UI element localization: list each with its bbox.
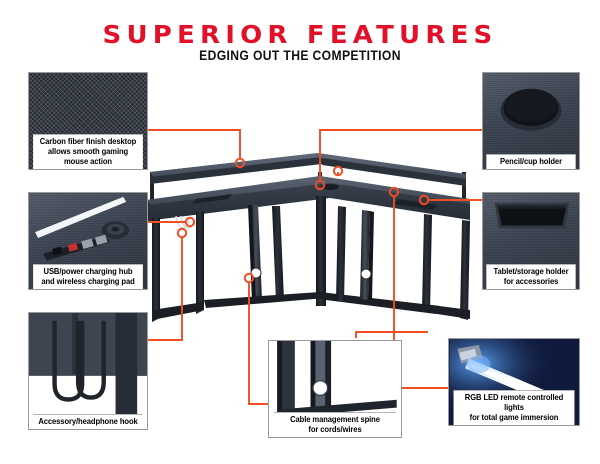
callout-caption: RGB LED remote controlled lights for tot… [453,390,575,425]
callout-carbon-fiber-desktop[interactable]: Carbon fiber finish desktop allows smoot… [28,72,148,170]
callout-caption: Pencil/cup holder [486,154,576,169]
callout-caption: Tablet/storage holder for accessories [486,264,576,289]
callout-pencil-cup-holder[interactable]: Pencil/cup holder [482,72,580,170]
page-subtitle: EDGING OUT THE COMPETITION [199,48,401,63]
callout-headphone-hook[interactable]: Accessory/headphone hook [28,312,148,430]
callout-usb-charging-hub[interactable]: USB/power charging hub and wireless char… [28,192,148,290]
callout-tablet-storage-holder[interactable]: Tablet/storage holder for accessories [482,192,580,290]
page-title: SUPERIOR FEATURES [102,20,498,49]
callout-caption: Accessory/headphone hook [33,414,143,429]
callout-cable-management-spine[interactable]: Cable management spine for cords/wires [268,340,402,438]
callout-caption: Cable management spine for cords/wires [273,412,397,437]
callout-caption: Carbon fiber finish desktop allows smoot… [33,134,143,169]
callout-caption: USB/power charging hub and wireless char… [33,264,143,289]
callout-rgb-led-lights[interactable]: RGB LED remote controlled lights for tot… [448,338,580,426]
